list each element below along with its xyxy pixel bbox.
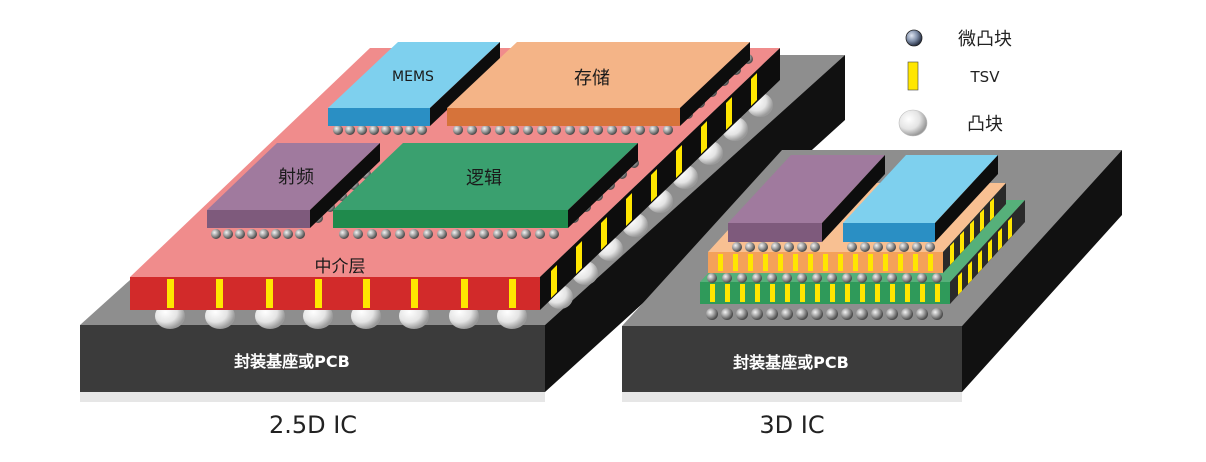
tsv-25d-front [167, 279, 516, 308]
chip-memory: 存储 [447, 42, 750, 126]
diagram-3d: 封装基座或PCB 3D IC [622, 150, 1122, 439]
legend-bump-label: 凸块 [967, 114, 1003, 135]
substrate-25d-front [80, 325, 545, 392]
caption-3d: 3D IC [759, 411, 824, 439]
die-purple-top [728, 155, 885, 223]
micro-bump-icon [905, 29, 923, 47]
tsv-3d-orange [718, 198, 994, 271]
chip-logic-label: 逻辑 [466, 168, 502, 189]
legend: 微凸块 TSV 凸块 [898, 29, 1012, 137]
die-purple-side [822, 155, 885, 242]
chip-mems-label: MEMS [392, 69, 434, 85]
diagram-25d: 中介层 MEMS 存储 [80, 42, 845, 439]
bumps-25d-side [547, 93, 773, 309]
interposer-front [130, 277, 540, 310]
microbumps-3d-top [732, 242, 935, 252]
chip-rf-label: 射频 [278, 167, 314, 188]
interposer-label: 中介层 [315, 257, 366, 277]
interposer-side [540, 48, 780, 310]
chip-mems: MEMS [328, 42, 500, 126]
chip-memory-label: 存储 [574, 68, 610, 89]
caption-25d: 2.5D IC [269, 411, 357, 439]
die-blue-side [935, 155, 998, 242]
tsv-icon [907, 61, 919, 91]
substrate-25d-label: 封装基座或PCB [234, 352, 350, 371]
die-blue-top [843, 155, 998, 223]
die-purple-front [728, 223, 822, 242]
tsv-3d-green [710, 217, 1012, 302]
bump-icon [898, 109, 928, 137]
legend-micro-bump-label: 微凸块 [958, 29, 1012, 50]
substrate-3d-side [962, 150, 1122, 392]
substrate-3d-label: 封装基座或PCB [733, 353, 849, 372]
substrate-25d-side [545, 55, 845, 392]
substrate-3d-front [622, 326, 962, 392]
tsv-25d-side [551, 73, 757, 298]
legend-tsv-label: TSV [970, 68, 1001, 86]
die-blue-front [843, 223, 935, 242]
microbumps-3d-middle [707, 273, 942, 283]
die-green-front [700, 282, 950, 304]
microbumps-3d-bottom [706, 308, 943, 320]
chip-logic: 逻辑 [333, 143, 638, 228]
chip-rf: 射频 [207, 143, 380, 228]
